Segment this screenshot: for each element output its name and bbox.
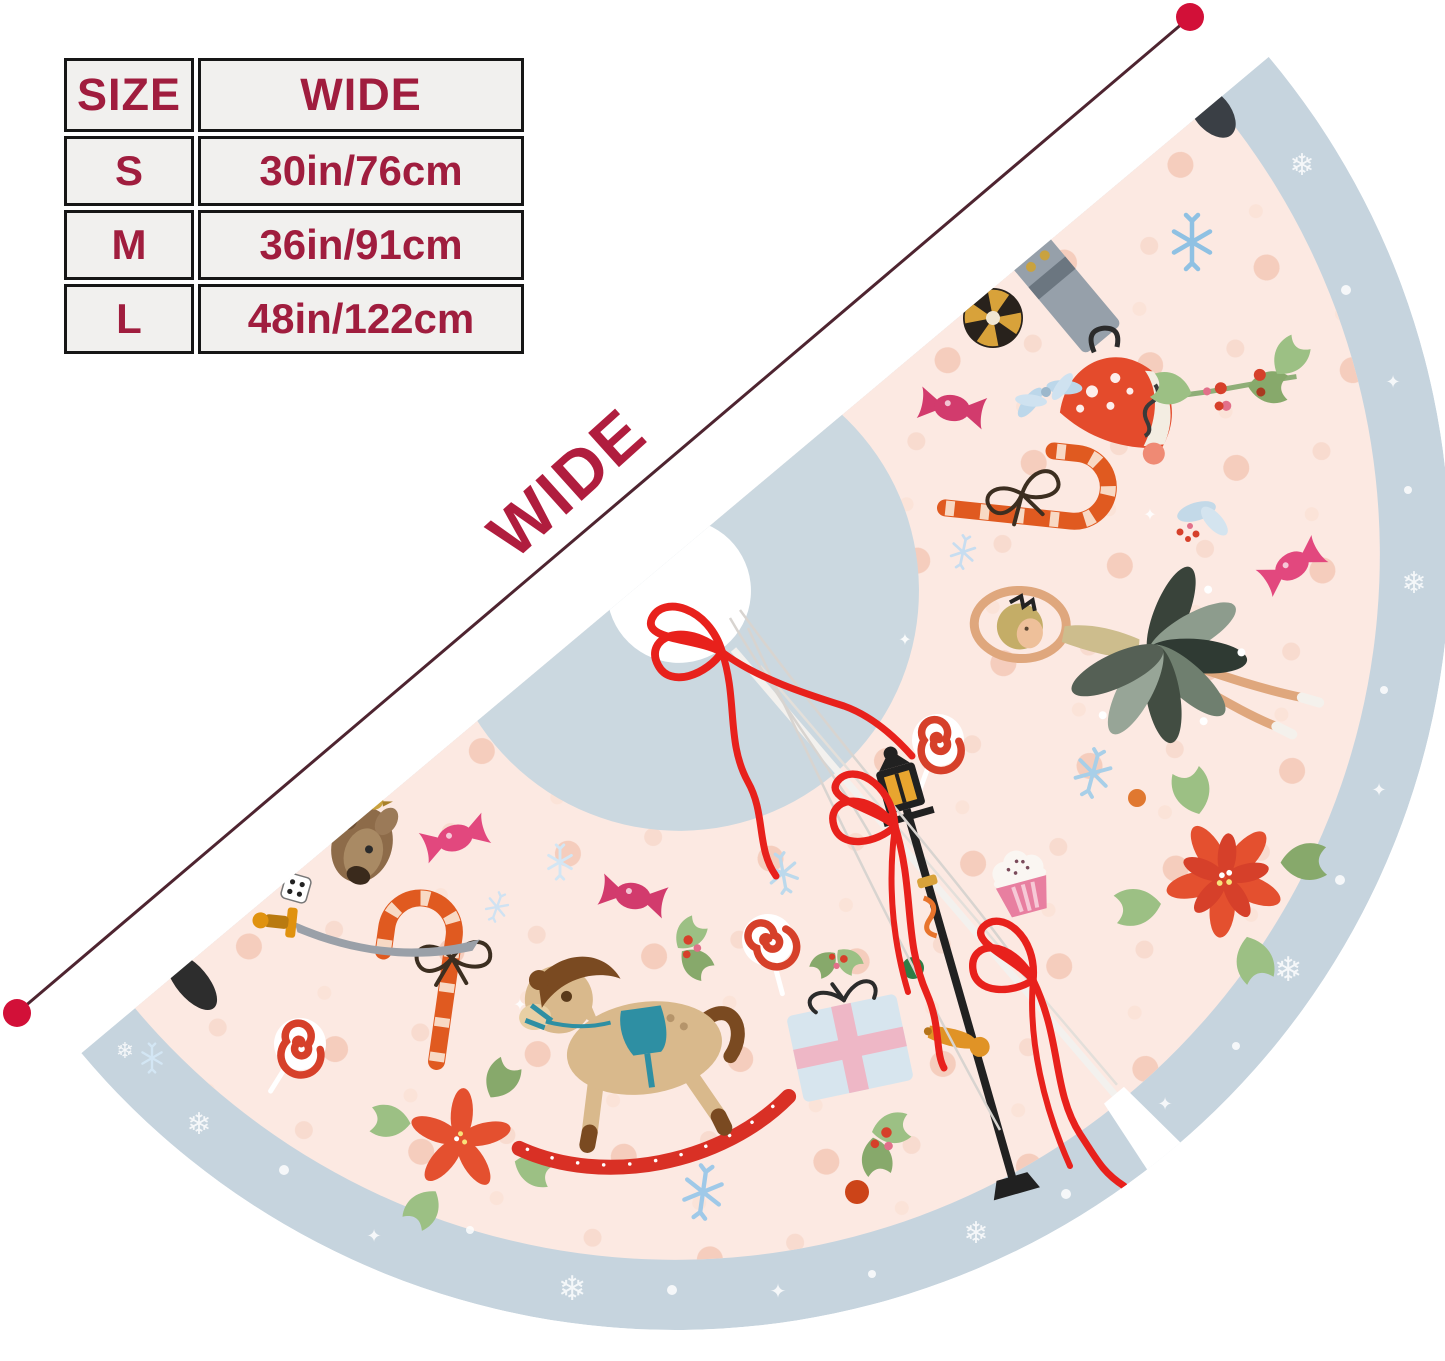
toy-wheel <box>963 288 1023 348</box>
wide-cell: 36in/91cm <box>198 210 524 280</box>
sparkle-icon: ✦ <box>898 630 911 649</box>
size-chart-header-row: SIZE WIDE <box>64 58 524 132</box>
cupcake <box>992 850 1047 918</box>
rocking-horse <box>511 956 797 1175</box>
sparkle-icon: ✦ <box>513 995 526 1014</box>
snowflake-icon: ❄ <box>558 1269 587 1309</box>
blue-bow <box>1015 373 1083 418</box>
sparkle-icon: ✦ <box>1157 1094 1172 1115</box>
sparkle-icon: ✦ <box>1385 372 1400 393</box>
snowflake-icon: ❄ <box>116 1039 134 1064</box>
dimension-endpoint-bottom <box>3 999 31 1027</box>
red-ball <box>845 1180 869 1204</box>
size-chart-header-size: SIZE <box>64 58 194 132</box>
size-chart-header-wide: WIDE <box>198 58 524 132</box>
sword <box>252 907 480 957</box>
dimension-endpoint-top <box>1176 3 1204 31</box>
wide-cell: 30in/76cm <box>198 136 524 206</box>
table-row: S 30in/76cm <box>64 136 524 206</box>
candy-cane <box>374 889 463 1070</box>
snowflake-icon: ❄ <box>1274 950 1303 990</box>
orange-ball <box>1128 789 1146 807</box>
table-row: L 48in/122cm <box>64 284 524 354</box>
wide-cell: 48in/122cm <box>198 284 524 354</box>
sparkle-icon: ✦ <box>1143 505 1156 524</box>
size-cell: L <box>64 284 194 354</box>
dice <box>280 872 312 904</box>
sparkle-icon: ✦ <box>770 1279 787 1303</box>
poinsettia <box>369 1054 558 1234</box>
snowflake-icon: ❄ <box>963 1216 988 1251</box>
slit-threads <box>728 609 1026 1131</box>
candy-cane <box>936 442 1117 530</box>
sparkle-icon: ✦ <box>1371 780 1386 801</box>
dimension-line <box>16 15 1191 1015</box>
border-snowflake-trim: ❄ ✦ ❄ ✦ ❄ ✦ ❄ ✦ ❄ ✦ ❄ ❄ <box>116 148 1427 1309</box>
skirt-motifs: ✦ ✦ ✦ <box>141 86 1329 1234</box>
size-cell: M <box>64 210 194 280</box>
poinsettia <box>1113 764 1328 987</box>
berry-cluster <box>1176 523 1200 542</box>
ballerina <box>969 566 1325 744</box>
snowflake-icon: ❄ <box>186 1107 211 1142</box>
dimension-line-group <box>3 3 1204 1027</box>
size-cell: S <box>64 136 194 206</box>
ribbon-ties <box>649 600 1128 1190</box>
snowflake-icon: ❄ <box>1401 566 1426 601</box>
sparkle-icon: ✦ <box>366 1226 381 1247</box>
holly-branch <box>1149 332 1314 411</box>
present <box>787 979 913 1102</box>
snowflake-icon: ❄ <box>1289 148 1314 183</box>
table-row: M 36in/91cm <box>64 210 524 280</box>
size-chart-table: SIZE WIDE S 30in/76cm M 36in/91cm L 48in… <box>60 54 528 358</box>
blue-leaves <box>1177 501 1228 536</box>
